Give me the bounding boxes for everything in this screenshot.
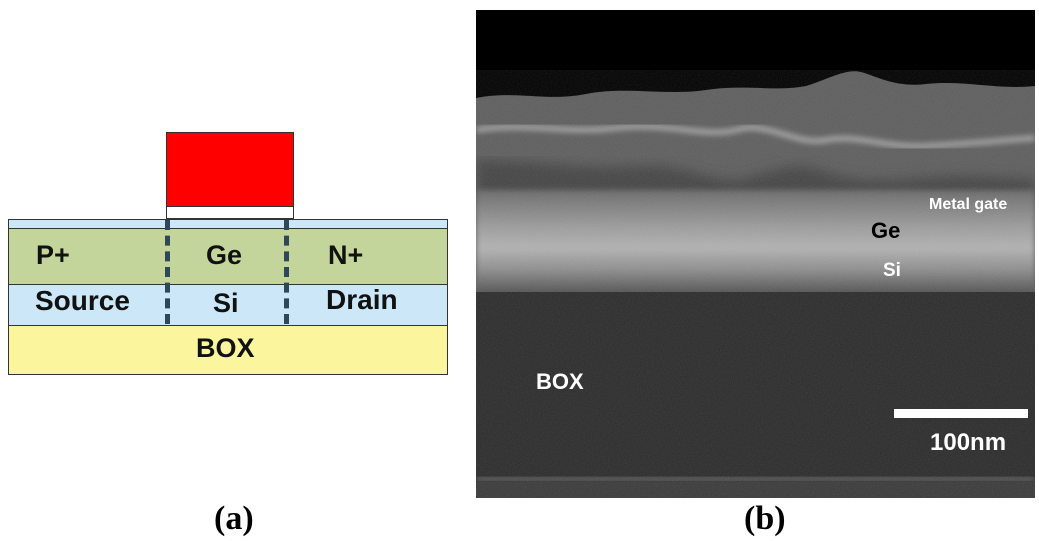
drain-junction-line	[284, 220, 289, 324]
scale-bar-label: 100nm	[930, 429, 1007, 456]
si-micrograph-label: Si	[883, 260, 901, 281]
box-label: BOX	[196, 333, 255, 363]
box-layer	[8, 325, 448, 375]
micrograph-image	[476, 10, 1035, 498]
panel-b-caption: (b)	[744, 500, 786, 537]
source-label: Source	[35, 285, 130, 316]
ge-micrograph-label: Ge	[871, 218, 901, 243]
drain-label: Drain	[326, 284, 398, 315]
ge-label: Ge	[206, 240, 243, 270]
si-label: Si	[213, 288, 239, 318]
gate-oxide-layer	[166, 206, 294, 219]
panel-a-caption: (a)	[214, 500, 254, 537]
tem-micrograph: Metal gate Ge Si BOX 100nm	[476, 10, 1035, 498]
p-plus-label: P+	[36, 240, 70, 270]
gate-metal-block	[166, 132, 294, 207]
metal-gate-label: Metal gate	[929, 196, 1008, 213]
n-plus-label: N+	[328, 240, 364, 270]
source-junction-line	[165, 220, 170, 324]
scale-bar	[894, 409, 1028, 418]
device-schematic: P+ Ge N+ Source Si Drain BOX	[0, 0, 470, 480]
box-micrograph-label: BOX	[536, 369, 584, 394]
